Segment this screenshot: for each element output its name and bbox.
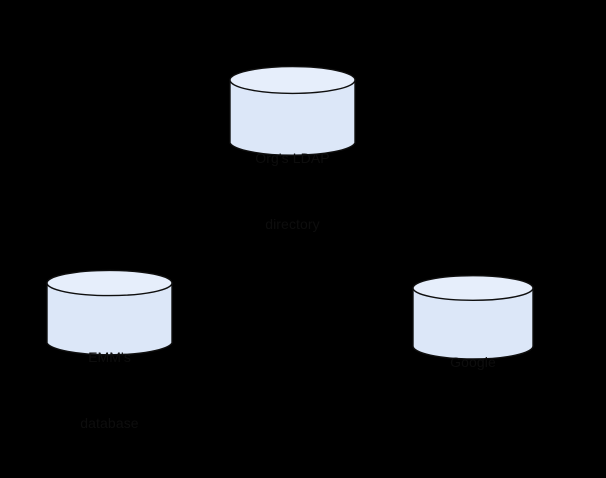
database-node-google[interactable]: Google bbox=[412, 274, 534, 370]
database-node-emm[interactable]: EMM's database bbox=[46, 269, 173, 431]
cylinder-icon bbox=[412, 274, 534, 360]
database-node-ldap[interactable]: Org's LDAP directory bbox=[229, 65, 356, 232]
cylinder-icon bbox=[229, 65, 356, 156]
diagram-canvas: Org's LDAP directory EMM's database Goog… bbox=[46, 65, 534, 431]
database-node-ldap-label-line2: directory bbox=[265, 216, 320, 232]
cylinder-icon bbox=[46, 269, 173, 356]
database-node-emm-label-line2: database bbox=[80, 415, 139, 431]
